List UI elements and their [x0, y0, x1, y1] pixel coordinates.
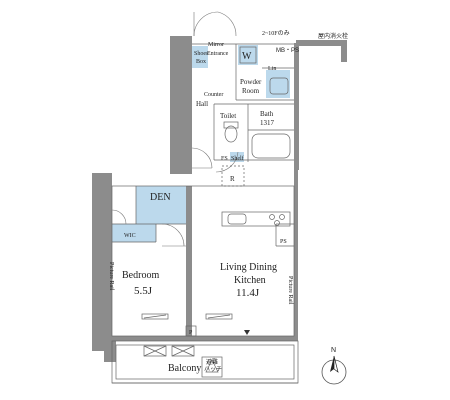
mb-ps-label: MB・PS — [276, 48, 299, 54]
bedroom-label: Bedroom — [122, 270, 159, 281]
picture-rail-left: Picture Rail — [108, 262, 114, 291]
hall-label: Hall — [196, 100, 208, 108]
wic-area — [112, 224, 156, 242]
counter-label: Counter — [204, 92, 223, 98]
kitchen-label: Kitchen — [234, 275, 266, 286]
exterior-walls — [92, 36, 347, 362]
ps-label: PS — [280, 239, 287, 245]
north-label: N — [331, 347, 336, 354]
entrance-label: Entrance — [207, 51, 229, 57]
bath-size-label: 1317 — [260, 119, 275, 127]
shoes-label: Shoes — [194, 51, 209, 57]
shoes-box — [192, 46, 208, 68]
ldk-size: 11.4J — [236, 287, 260, 299]
ldk-label: Living Dining — [220, 262, 277, 273]
bath-label: Bath — [260, 110, 274, 118]
balcony-label: Balcony — [168, 363, 201, 374]
p-mark: P — [189, 330, 193, 336]
refrigerator-label: R — [230, 175, 235, 183]
powder-label: Powder — [240, 78, 262, 86]
mirror-label: Mirror — [208, 42, 224, 48]
doors — [111, 11, 239, 247]
evacuation-label-2: ハッチ — [204, 366, 222, 373]
room-label: Room — [242, 87, 260, 95]
fixtures — [141, 46, 291, 378]
den-area — [136, 186, 186, 224]
den-label: DEN — [150, 192, 171, 203]
wic-label: WIC — [124, 233, 136, 239]
picture-rail-right: Picture Rail — [287, 276, 293, 305]
north-arrow: N — [321, 347, 347, 385]
washer-area — [238, 45, 258, 65]
fs-label: FS — [221, 156, 228, 162]
box-label: Box — [196, 59, 206, 65]
washer-label: W — [242, 51, 252, 62]
toilet-label: Toilet — [220, 112, 236, 120]
interior-walls — [111, 43, 299, 384]
floor-note: 2~10Fのみ — [262, 30, 290, 37]
bedroom-size: 5.5J — [134, 285, 153, 297]
shelf-label: Shelf — [231, 155, 244, 162]
evacuation-label-1: 避難 — [206, 358, 218, 366]
lin-label: Lin — [268, 66, 276, 72]
fire-hydrant-label: 屋内消火栓 — [318, 32, 348, 40]
